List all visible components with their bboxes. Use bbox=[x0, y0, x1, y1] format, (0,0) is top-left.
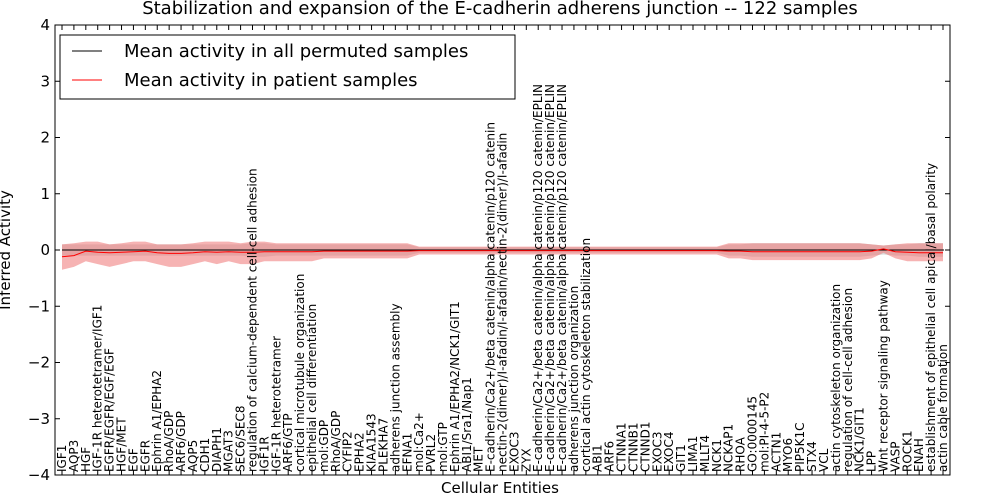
y-tick-label: 3 bbox=[40, 72, 50, 90]
x-tick-label: EGFR/EGFR/EGF/EGF bbox=[103, 348, 117, 472]
x-tick-label: CTNND1 bbox=[638, 421, 652, 472]
x-tick-label: IGF-1R heterotetramer bbox=[269, 336, 283, 472]
x-tick-label: CDH1 bbox=[198, 438, 212, 472]
x-tick-label: ENAH bbox=[912, 438, 926, 472]
x-tick-label: mol:PI-4-5-P2 bbox=[757, 392, 771, 472]
x-tick-label: MGAT3 bbox=[222, 430, 236, 472]
chart-title: Stabilization and expansion of the E-cad… bbox=[142, 0, 858, 19]
x-tick-label: PIP5K1C bbox=[793, 422, 807, 472]
x-tick-label: HGF bbox=[79, 447, 93, 472]
x-tick-label: E-cadherin/Ca2+/beta catenin/alpha caten… bbox=[555, 84, 569, 472]
x-tick-label: cortical actin cytoskeleton stabilizatio… bbox=[579, 238, 593, 472]
x-tick-label: Ephrin A1/EPHA2 bbox=[150, 370, 164, 472]
x-tick-label: NCKAP1 bbox=[722, 424, 736, 472]
y-tick-label: −4 bbox=[28, 466, 50, 484]
x-tick-label: adherens junction assembly bbox=[388, 303, 402, 472]
x-tick-label: mol:Ca2+ bbox=[412, 412, 426, 472]
x-tick-label: IGF1R bbox=[257, 436, 271, 472]
series-1-band bbox=[62, 241, 943, 270]
y-axis-title: Inferred Activity bbox=[0, 190, 14, 310]
y-tick-label: −3 bbox=[28, 410, 50, 428]
x-tick-label: RhoA/GDP bbox=[162, 411, 176, 472]
x-tick-label: AQP3 bbox=[67, 440, 81, 472]
x-tick-label: LPP bbox=[865, 451, 879, 472]
x-tick-label: CYFIP2 bbox=[341, 431, 355, 472]
y-tick-label: −1 bbox=[28, 297, 50, 315]
x-tick-label: RHOA bbox=[734, 436, 748, 472]
x-tick-label: establishment of epithelial cell apical/… bbox=[924, 163, 938, 472]
x-tick-label: Wnt receptor signaling pathway bbox=[876, 280, 890, 472]
x-tick-label: HGF/MET bbox=[115, 417, 129, 472]
x-tick-label: NCK1/GIT1 bbox=[853, 407, 867, 472]
x-tick-label: EXOC3 bbox=[507, 432, 521, 473]
x-tick-label: KIAA1543 bbox=[365, 413, 379, 472]
x-tick-label: STX4 bbox=[805, 441, 819, 472]
x-tick-label: ACTN1 bbox=[769, 432, 783, 472]
legend: Mean activity in all permuted samplesMea… bbox=[59, 34, 516, 100]
x-tick-label: ARF6 bbox=[603, 441, 617, 472]
x-tick-label: EPHA2 bbox=[353, 432, 367, 472]
x-tick-label: EFNA1 bbox=[400, 433, 414, 472]
x-tick-label: AQP5 bbox=[186, 440, 200, 472]
x-tick-label: VCL bbox=[817, 448, 831, 472]
legend-label-1: Mean activity in patient samples bbox=[124, 70, 418, 91]
x-tick-label: NCK1 bbox=[710, 439, 724, 472]
x-tick-label: regulation of cell-cell adhesion bbox=[841, 288, 855, 472]
x-tick-label: CTNNA1 bbox=[615, 422, 629, 472]
y-tick-label: −2 bbox=[28, 354, 50, 372]
y-tick-label: 1 bbox=[40, 185, 50, 203]
x-tick-label: DIAPH1 bbox=[210, 427, 224, 472]
x-tick-label: E-cadherin/Ca2+/beta catenin/alpha caten… bbox=[531, 84, 545, 472]
x-tick-label: EGF bbox=[126, 448, 140, 472]
x-tick-label: EGFR bbox=[138, 440, 152, 472]
x-tick-label: actin cytoskeleton organization bbox=[829, 284, 843, 472]
x-tick-label: GO:0000145 bbox=[746, 396, 760, 472]
y-tick-label: 0 bbox=[40, 241, 50, 259]
x-tick-label: GIT1 bbox=[674, 444, 688, 472]
x-tick-label: PLEKHA7 bbox=[376, 418, 390, 472]
x-tick-label: ARF6/GTP bbox=[281, 413, 295, 472]
legend-frame bbox=[59, 34, 516, 100]
x-tick-label: regulation of calcium-dependent cell-cel… bbox=[245, 168, 259, 472]
x-tick-label: epithelial cell differentiation bbox=[305, 304, 319, 472]
x-tick-label: RhoA/GDP bbox=[329, 411, 343, 472]
x-tick-label: MYO6 bbox=[781, 438, 795, 472]
legend-label-0: Mean activity in all permuted samples bbox=[124, 41, 468, 62]
x-tick-label: IGF1 bbox=[55, 445, 69, 472]
x-tick-label: SEC6/SEC8 bbox=[234, 406, 248, 472]
x-tick-label: nectin-2(dimer)/I-afadin/I-afadin/nectin… bbox=[496, 133, 510, 472]
x-tick-label: PVRL2 bbox=[424, 434, 438, 472]
x-tick-label: VASP bbox=[888, 441, 902, 472]
x-tick-label: adherens junction organization bbox=[567, 286, 581, 472]
x-tick-label: ABI1/Sra1/Nap1 bbox=[460, 377, 474, 472]
x-tick-label: MLLT4 bbox=[698, 435, 712, 472]
x-tick-label: ABI1 bbox=[591, 444, 605, 472]
x-tick-label: mol:GTP bbox=[436, 422, 450, 472]
x-tick-label: ROCK1 bbox=[900, 430, 914, 472]
x-tick-label: IGF-1R heterotetramer/IGF1 bbox=[91, 305, 105, 472]
x-axis-title: Cellular Entities bbox=[441, 479, 559, 497]
x-tick-label: E-cadherin/Ca2+/beta catenin/alpha caten… bbox=[543, 84, 557, 472]
x-tick-label: CTNNB1 bbox=[626, 422, 640, 472]
x-tick-label: Ephrin A1/EPHA2/NCK1/GIT1 bbox=[448, 301, 462, 472]
y-tick-label: 2 bbox=[40, 129, 50, 147]
series-1-line bbox=[61, 248, 943, 258]
x-tick-label: E-cadherin/Ca2+/beta catenin/alpha caten… bbox=[484, 122, 498, 472]
x-tick-label: MET bbox=[472, 446, 486, 472]
x-tick-label: cortical microtubule organization bbox=[293, 274, 307, 472]
x-tick-label: actin cable formation bbox=[936, 344, 950, 472]
x-tick-label: LIMA1 bbox=[686, 436, 700, 472]
x-tick-label: EXOC3 bbox=[650, 432, 664, 473]
x-tick-label: EXOC4 bbox=[662, 432, 676, 473]
x-tick-label: mol:GDP bbox=[317, 420, 331, 472]
x-tick-label: ARF6/GDP bbox=[174, 411, 188, 472]
x-tick-label: ZYX bbox=[519, 448, 533, 472]
y-tick-label: 4 bbox=[40, 16, 50, 34]
